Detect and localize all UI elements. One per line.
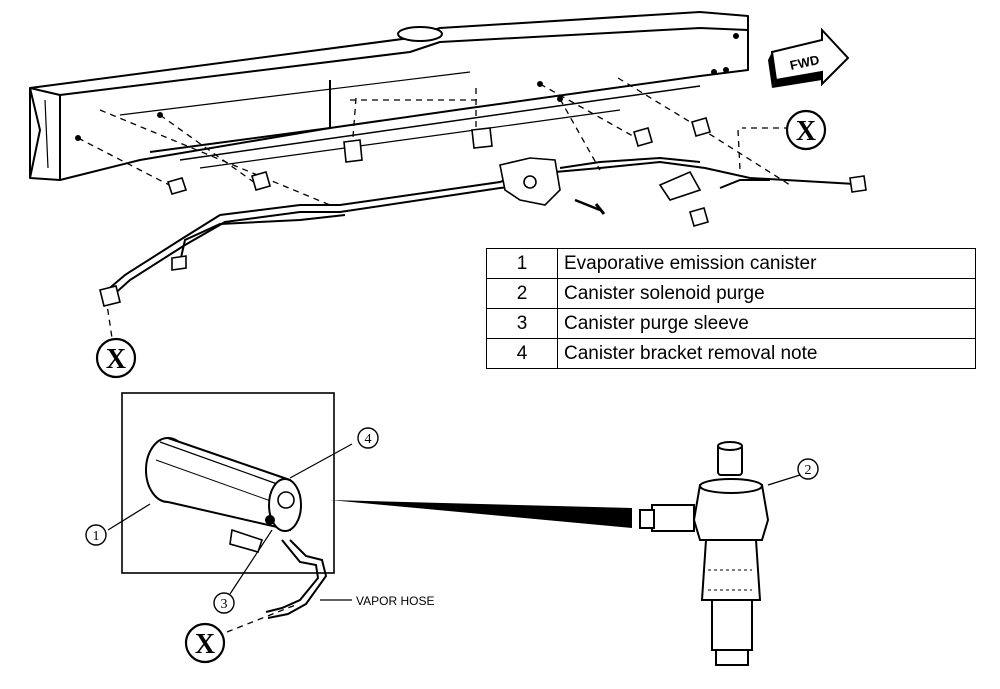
reference-mark-left: X: [95, 337, 137, 379]
legend-row: 2 Canister solenoid purge: [486, 278, 976, 309]
callout-3-text: 3: [221, 597, 228, 612]
purge-solenoid-detail: [639, 441, 801, 666]
part-number: 3: [486, 308, 558, 339]
part-description: Canister solenoid purge: [557, 278, 976, 309]
reference-mark-top-text: X: [796, 116, 816, 147]
canister-detail-inset: [107, 392, 353, 619]
part-number: 1: [486, 248, 558, 279]
reference-mark-bottom: X: [184, 622, 226, 664]
callout-1: 1: [85, 524, 107, 546]
fwd-label: FWD: [789, 52, 821, 73]
part-description: Evaporative emission canister: [557, 248, 976, 279]
callout-4: 4: [357, 427, 379, 449]
mounting-hardware: [99, 117, 867, 307]
callout-2: 2: [797, 458, 819, 480]
part-number: 4: [486, 338, 558, 369]
reference-mark-top: X: [785, 109, 827, 151]
callout-1-text: 1: [93, 529, 100, 544]
part-description: Canister bracket removal note: [557, 338, 976, 369]
legend-row: 4 Canister bracket removal note: [486, 338, 976, 369]
alignment-lines: [77, 77, 812, 633]
callout-4-text: 4: [365, 432, 372, 447]
legend-row: 3 Canister purge sleeve: [486, 308, 976, 339]
reference-mark-bottom-text: X: [195, 629, 215, 660]
callout-2-text: 2: [805, 463, 812, 478]
callout-3: 3: [213, 592, 235, 614]
reference-mark-left-text: X: [106, 344, 126, 375]
legend-row: 1 Evaporative emission canister: [486, 248, 976, 279]
vehicle-frame: [29, 11, 749, 181]
part-description: Canister purge sleeve: [557, 308, 976, 339]
part-number: 2: [486, 278, 558, 309]
parts-legend-table: 1 Evaporative emission canister 2 Canist…: [486, 248, 976, 369]
vapor-hose-label: VAPOR HOSE: [356, 594, 434, 608]
detail-link-beam: [330, 500, 632, 528]
forward-arrow-icon: FWD: [768, 27, 850, 88]
